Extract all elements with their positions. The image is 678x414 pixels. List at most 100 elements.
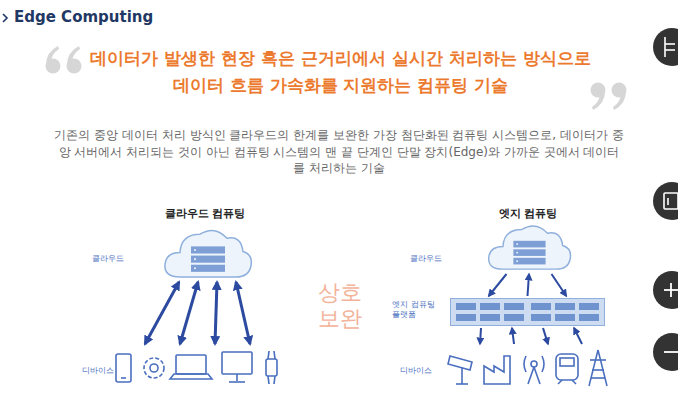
device-icons (222, 352, 252, 374)
side-toolbar-button (664, 193, 678, 209)
edge-platform: 엣지 컴퓨팅 플랫폼 (450, 298, 605, 326)
complement-label: 상호 보완 (305, 280, 375, 332)
zoom-in-button (653, 271, 678, 309)
cloud-shape (194, 258, 196, 260)
device-icons (236, 374, 238, 381)
cloud-shape (513, 258, 545, 265)
side-toolbar-button (653, 28, 678, 66)
flow-arrow (528, 274, 530, 296)
edge-platform-shape (579, 314, 599, 321)
device-icons (110, 346, 285, 391)
flow-arrow (574, 328, 582, 344)
zoom-out-button (653, 333, 678, 371)
edge-platform-shape (531, 314, 551, 321)
device-icons (456, 383, 468, 385)
flow-arrow (215, 282, 217, 344)
edge-platform-shape (531, 303, 551, 310)
cloud-shape (191, 256, 225, 263)
cloud-shape (484, 220, 574, 272)
edge-platform-shape (456, 303, 599, 321)
node-label: 디바이스 (400, 366, 432, 376)
flow-arrow (180, 282, 198, 344)
device-icons (591, 377, 605, 379)
cloud-node: 클라우드 (484, 220, 574, 272)
device-icons (150, 364, 158, 372)
side-toolbar-button (653, 182, 678, 220)
title-chevron (3, 14, 7, 22)
quote-mark (46, 46, 82, 74)
device-icons (484, 356, 510, 384)
device-icons (116, 354, 131, 382)
title-chevron (3, 14, 7, 22)
side-toolbar-button (664, 37, 666, 57)
device-icons (461, 367, 463, 384)
edge-platform-shape (456, 314, 476, 321)
flow-arrow (489, 274, 507, 296)
device-icons (598, 350, 607, 386)
device-icons (534, 367, 540, 384)
cloud-shape (516, 243, 518, 245)
quote-mark (591, 83, 627, 111)
diagram-heading: 엣지 컴퓨팅 (463, 207, 593, 220)
cloud-shape (160, 224, 255, 280)
device-icons (589, 350, 598, 386)
device-icons (144, 358, 164, 378)
edge-platform-shape (451, 299, 605, 326)
quote-mark (613, 91, 626, 110)
device-icons (524, 356, 526, 372)
device-icons (590, 359, 606, 361)
flow-arrow (512, 328, 514, 344)
flow-arrow (552, 274, 567, 296)
zoom-out-button (664, 351, 678, 353)
device-icons (531, 361, 537, 367)
quote-mark (46, 46, 59, 65)
flow-arrow (480, 328, 481, 344)
device-icons (448, 350, 607, 386)
zoom-in-button (664, 283, 678, 297)
zoom-in-button (670, 283, 672, 297)
cloud-shape (194, 249, 196, 269)
cloud-shape (516, 252, 518, 254)
cloud-shape (191, 265, 225, 272)
device-group: 디바이스 (446, 346, 616, 391)
edge-platform-shape (480, 303, 500, 310)
cloud-shape (194, 249, 196, 251)
quote-mark (592, 91, 605, 110)
zoom-out-button (664, 351, 678, 353)
side-toolbar-button (664, 193, 678, 209)
cloud-shape (516, 243, 518, 262)
description-text: 기존의 중앙 데이터 처리 방식인 클라우드의 한계를 보완한 가장 첨단화된 … (54, 127, 624, 177)
device-icons (176, 355, 206, 374)
cloud-shape (513, 249, 545, 256)
node-label: 엣지 컴퓨팅 플랫폼 (392, 300, 444, 320)
quote-mark (67, 46, 80, 65)
device-icons (448, 356, 472, 370)
device-icons (592, 369, 604, 371)
quote-text: 데이터가 발생한 현장 혹은 근거리에서 실시간 처리하는 방식으로 데이터 흐… (88, 45, 593, 99)
device-icons (266, 359, 277, 376)
edge-platform-shape (504, 314, 524, 321)
edge-platform-shape (480, 314, 500, 321)
device-icons (556, 354, 578, 380)
cloud-shape (516, 260, 518, 262)
device-icons (268, 376, 269, 384)
edge-platform-shape (555, 314, 575, 321)
device-group: 디바이스 (110, 346, 285, 391)
page-title: Edge Computing (14, 8, 153, 26)
device-icons (274, 351, 275, 359)
node-label: 클라우드 (410, 254, 442, 264)
device-icons (229, 381, 245, 383)
cloud-shape (513, 241, 545, 248)
cloud-shape (194, 267, 196, 269)
edge-platform-shape (504, 303, 524, 310)
device-icons (542, 356, 544, 372)
cloud-node: 클라우드 (160, 224, 255, 280)
zoom-in-button (653, 271, 678, 309)
edge-platform-shape (555, 303, 575, 310)
device-icons (268, 351, 269, 359)
cloud-shape (191, 246, 225, 253)
edge-platform-shape (579, 303, 599, 310)
device-icons (560, 358, 574, 366)
device-icons (528, 367, 534, 384)
